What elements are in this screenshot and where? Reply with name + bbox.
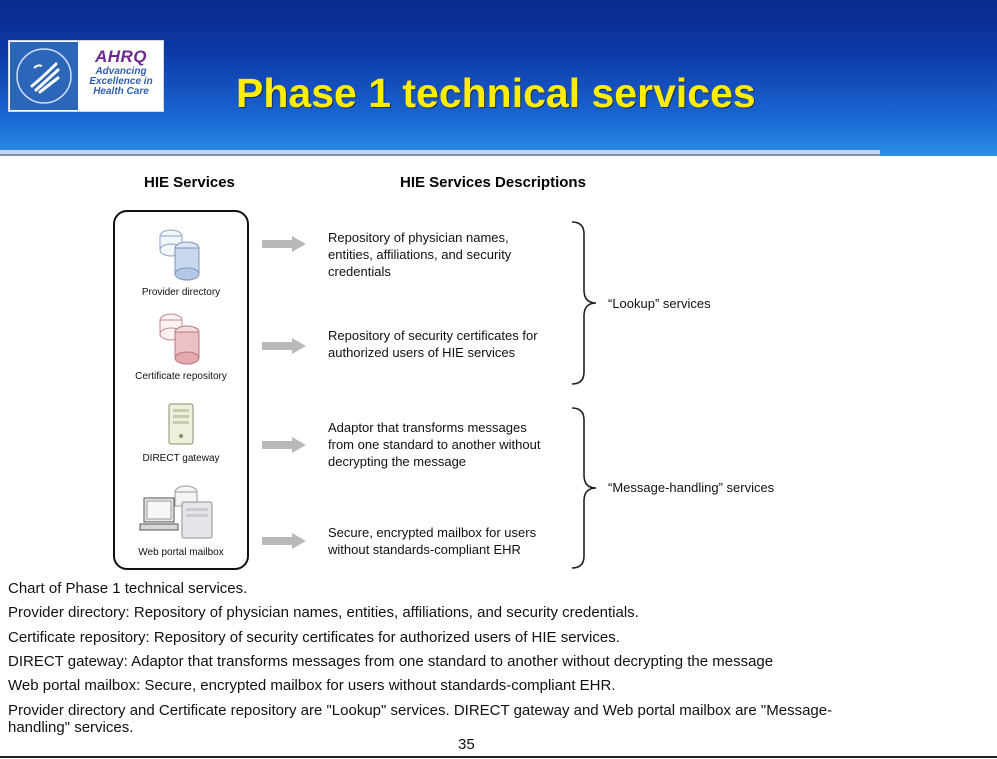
caption-line: handling" services. — [8, 719, 134, 736]
brace-lookup-icon — [571, 221, 597, 385]
arrow-right-icon — [262, 236, 306, 252]
service-label-provider-directory: Provider directory — [141, 287, 221, 298]
description-line: Secure, encrypted mailbox for users — [328, 525, 537, 540]
description-web-portal-mailbox: Secure, encrypted mailbox for users with… — [328, 524, 578, 558]
ahrq-tagline-3: Health Care — [93, 86, 149, 97]
description-line: Repository of security certificates for — [328, 328, 538, 343]
service-certificate-repository: Certificate repository — [115, 308, 247, 382]
description-line: credentials — [328, 264, 391, 279]
database-blue-icon — [159, 229, 200, 281]
ahrq-logo: AHRQ Advancing Excellence in Health Care — [81, 43, 161, 109]
ahrq-tagline-1: Advancing — [95, 66, 147, 77]
slide-header — [0, 0, 997, 156]
group-label-message-handling: “Message-handling” services — [608, 480, 775, 495]
caption-line: Web portal mailbox: Secure, encrypted ma… — [8, 677, 616, 694]
column-heading-descriptions: HIE Services Descriptions — [400, 174, 586, 191]
service-direct-gateway: DIRECT gateway — [115, 402, 247, 464]
slide-title: Phase 1 technical services — [236, 70, 756, 116]
group-label-lookup: “Lookup” services — [608, 296, 711, 311]
hie-services-panel: Provider directory Certificate repositor… — [113, 210, 249, 570]
server-tower-icon — [168, 403, 194, 445]
ahrq-tagline-2: Excellence in — [89, 76, 153, 87]
caption-line: Certificate repository: Repository of se… — [8, 629, 620, 646]
computer-server-icon — [139, 485, 213, 539]
header-divider — [0, 150, 880, 154]
caption-line: DIRECT gateway: Adaptor that transforms … — [8, 653, 774, 670]
description-line: from one standard to another without — [328, 437, 541, 452]
description-line: Adaptor that transforms messages — [328, 420, 527, 435]
footer-divider — [0, 756, 997, 758]
description-line: without standards-compliant EHR — [328, 542, 521, 557]
logo-panel: AHRQ Advancing Excellence in Health Care — [8, 40, 164, 112]
description-line: authorized users of HIE services — [328, 345, 516, 360]
header-divider-shadow — [0, 154, 880, 156]
service-label-certificate-repository: Certificate repository — [135, 371, 227, 382]
description-direct-gateway: Adaptor that transforms messages from on… — [328, 419, 578, 470]
description-provider-directory: Repository of physician names, entities,… — [328, 229, 578, 280]
page-number: 35 — [458, 736, 475, 753]
service-label-web-portal-mailbox: Web portal mailbox — [138, 547, 224, 558]
description-line: decrypting the message — [328, 454, 467, 469]
arrow-right-icon — [262, 437, 306, 453]
service-web-portal-mailbox: Web portal mailbox — [115, 482, 247, 558]
hhs-eagle-icon — [10, 42, 78, 110]
service-label-direct-gateway: DIRECT gateway — [142, 453, 220, 464]
arrow-right-icon — [262, 338, 306, 354]
column-heading-services: HIE Services — [144, 174, 235, 191]
description-line: Repository of physician names, — [328, 230, 509, 245]
caption-line: Provider directory and Certificate repos… — [8, 702, 833, 719]
ahrq-wordmark: AHRQ — [94, 47, 148, 66]
description-certificate-repository: Repository of security certificates for … — [328, 327, 578, 361]
caption-line: Chart of Phase 1 technical services. — [8, 580, 248, 597]
description-line: entities, affiliations, and security — [328, 247, 512, 262]
caption-line: Provider directory: Repository of physic… — [8, 604, 639, 621]
arrow-right-icon — [262, 533, 306, 549]
service-provider-directory: Provider directory — [115, 224, 247, 298]
database-red-icon — [159, 313, 200, 365]
brace-message-handling-icon — [571, 407, 597, 569]
